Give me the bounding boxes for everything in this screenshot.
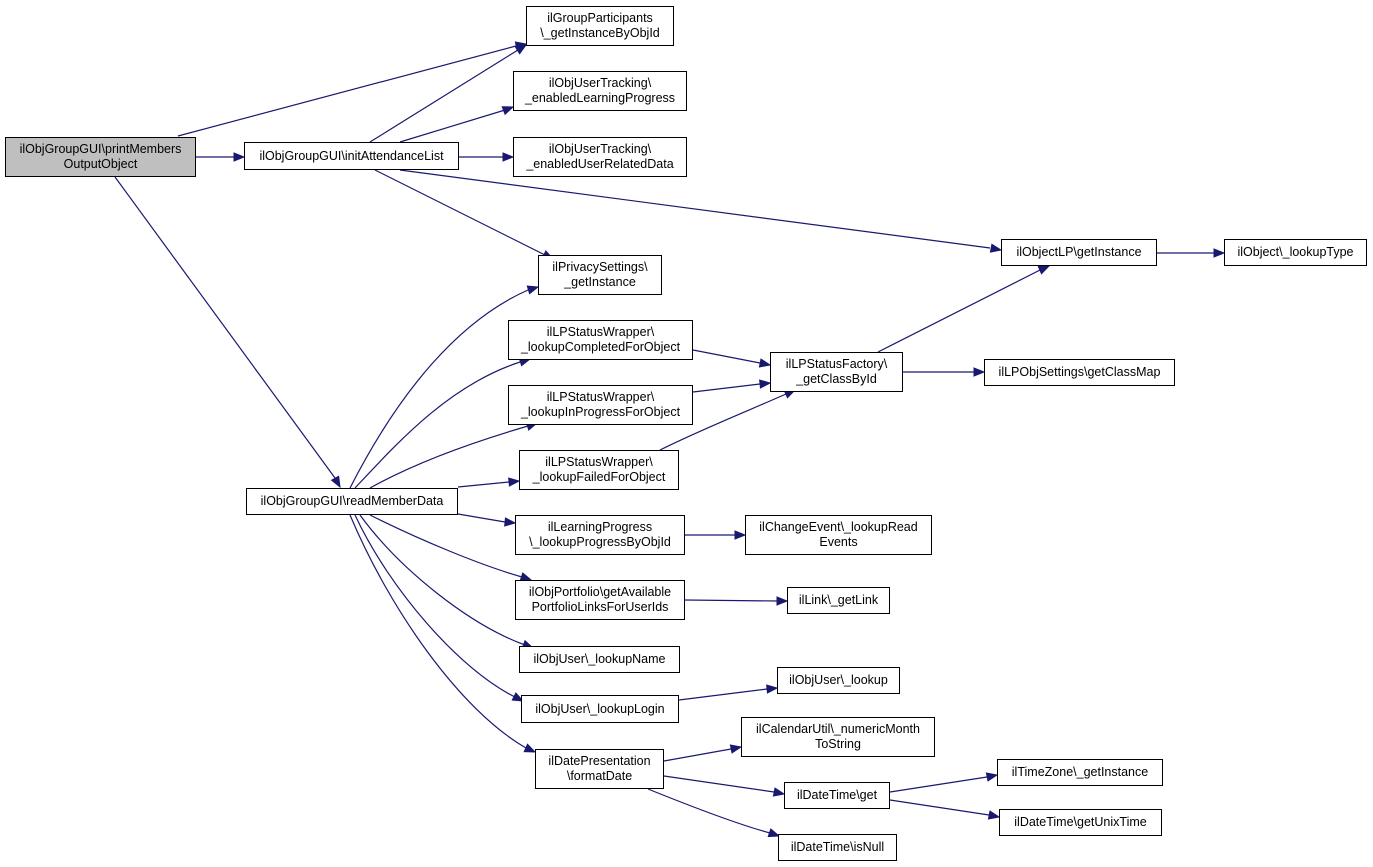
node-lookupinprogressforobject[interactable]: ilLPStatusWrapper\ _lookupInProgressForO…: [508, 385, 693, 425]
edge-n2-n10: [369, 425, 529, 489]
arrowhead-n17-n6: [1037, 265, 1051, 275]
edge-n16-n22: [663, 748, 732, 762]
node-initattendancelist[interactable]: ilObjGroupGUI\initAttendanceList: [244, 142, 459, 170]
edge-n17-n6: [877, 269, 1041, 353]
edge-n0-n3: [177, 45, 517, 137]
arrowhead-n16-n23: [772, 787, 786, 797]
edge-n23-n25: [889, 776, 988, 793]
node-privacysettings-getinstance[interactable]: ilPrivacySettings\ _getInstance: [538, 255, 662, 295]
edge-n2-n7: [349, 289, 529, 489]
arrowhead-n17-n18: [973, 367, 986, 377]
arrowhead-n9-n17: [758, 358, 772, 368]
arrowhead-n1-n5: [502, 152, 515, 162]
arrowhead-n2-n11: [508, 477, 521, 487]
node-getavailableportfoliolinks[interactable]: ilObjPortfolio\getAvailable PortfolioLin…: [515, 580, 685, 620]
arrowhead-n2-n15: [511, 692, 525, 702]
edge-n16-n23: [663, 775, 775, 793]
edge-n2-n14: [359, 514, 526, 646]
edge-n1-n6: [399, 169, 991, 249]
edge-n2-n11: [457, 481, 510, 488]
edge-n2-n15: [354, 514, 516, 698]
node-datetime-get[interactable]: ilDateTime\get: [784, 782, 890, 809]
arrowhead-n1-n4: [501, 106, 515, 116]
arrowhead-n0-n1: [233, 152, 246, 162]
node-lpstatusfactory-getclassbyid[interactable]: ilLPStatusFactory\ _getClassById: [770, 352, 903, 392]
node-link-getlink[interactable]: ilLink\_getLink: [787, 587, 890, 614]
edge-n9-n17: [692, 349, 761, 364]
arrowhead-n13-n20: [776, 596, 789, 606]
node-timezone-getinstance[interactable]: ilTimeZone\_getInstance: [997, 759, 1163, 786]
edge-n2-n9: [354, 361, 521, 489]
node-formatdate[interactable]: ilDatePresentation \formatDate: [535, 749, 664, 789]
arrowhead-n12-n19: [734, 530, 747, 540]
node-object-lookuptype[interactable]: ilObject\_lookupType: [1224, 239, 1367, 266]
node-lookupcompletedforobject[interactable]: ilLPStatusWrapper\ _lookupCompletedForOb…: [508, 320, 693, 360]
node-lookuplogin[interactable]: ilObjUser\_lookupLogin: [521, 695, 679, 723]
arrowhead-n23-n26: [987, 810, 1001, 820]
arrowhead-n15-n21: [766, 684, 779, 694]
arrowhead-n16-n22: [729, 744, 743, 754]
node-printmembersoutputobject: ilObjGroupGUI\printMembers OutputObject: [5, 137, 196, 177]
node-lookupfailedforobject[interactable]: ilLPStatusWrapper\ _lookupFailedForObjec…: [519, 450, 679, 490]
edge-n10-n17: [692, 383, 761, 393]
node-getclassmap[interactable]: ilLPObjSettings\getClassMap: [984, 359, 1175, 386]
arrowhead-n2-n12: [504, 517, 517, 527]
edge-n16-n24: [647, 788, 771, 834]
node-getinstancebyobjid[interactable]: ilGroupParticipants \_getInstanceByObjId: [526, 6, 674, 46]
arrowhead-n1-n6: [989, 243, 1003, 253]
edge-n2-n12: [457, 513, 506, 523]
edge-n1-n3: [369, 49, 519, 143]
node-enableduserrelateddata[interactable]: ilObjUserTracking\ _enabledUserRelatedDa…: [513, 137, 687, 177]
arrowhead-n23-n25: [985, 772, 999, 782]
edge-n0-n2: [114, 176, 336, 479]
node-readmemberdata[interactable]: ilObjGroupGUI\readMemberData: [246, 488, 458, 515]
arrowhead-n2-n16: [523, 743, 537, 753]
edge-n2-n13: [369, 514, 523, 578]
node-objectlp-getinstance[interactable]: ilObjectLP\getInstance: [1001, 239, 1157, 266]
node-lookupprogressbyobjid[interactable]: ilLearningProgress \_lookupProgressByObj…: [515, 515, 685, 555]
arrowhead-n10-n17: [759, 379, 772, 389]
arrowhead-n0-n2: [330, 475, 341, 489]
arrowhead-n1-n3: [514, 44, 528, 55]
edge-n15-n21: [678, 688, 768, 701]
node-changeevent-lookupreadevents[interactable]: ilChangeEvent\_lookupRead Events: [745, 515, 932, 555]
edge-n23-n26: [889, 799, 990, 816]
node-numericmonthtostring[interactable]: ilCalendarUtil\_numericMonth ToString: [741, 717, 935, 757]
arrowhead-n6-n8: [1213, 248, 1226, 258]
edge-n1-n4: [399, 109, 506, 143]
arrowhead-n16-n24: [767, 828, 781, 838]
arrowhead-n2-n7: [526, 285, 540, 295]
node-objuser-lookup[interactable]: ilObjUser\_lookup: [777, 667, 900, 694]
node-enabledlearningprogress[interactable]: ilObjUserTracking\ _enabledLearningProgr…: [513, 71, 687, 111]
edge-n1-n7: [374, 169, 546, 256]
edge-n11-n17: [659, 393, 787, 451]
node-datetime-getunixtime[interactable]: ilDateTime\getUnixTime: [999, 809, 1162, 836]
edge-n13-n20: [684, 599, 778, 602]
node-datetime-isnull[interactable]: ilDateTime\isNull: [778, 834, 897, 861]
edge-n2-n16: [349, 514, 527, 749]
node-lookupname[interactable]: ilObjUser\_lookupName: [519, 646, 680, 673]
